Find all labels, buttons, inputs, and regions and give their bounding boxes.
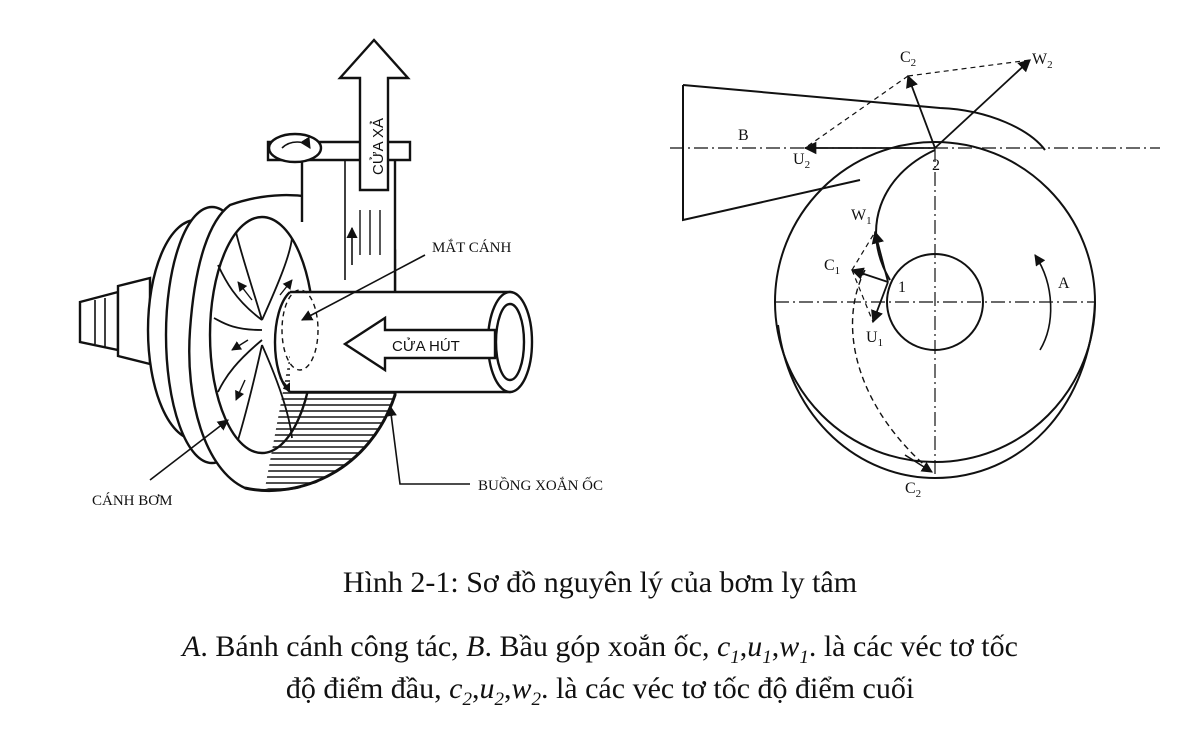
label-impeller-eye: MẮT CÁNH <box>432 239 511 256</box>
label-W1: W1 <box>851 207 872 227</box>
label-volute: BUỒNG XOẮN ỐC <box>478 476 603 494</box>
caption-line-1: A. Bánh cánh công tác, B. Bầu góp xoắn ố… <box>182 630 1018 668</box>
label-point-1: 1 <box>898 279 906 296</box>
label-C2-top: C2 <box>900 49 916 69</box>
label-U1: U1 <box>866 329 883 349</box>
label-B: B <box>738 127 749 144</box>
figure-caption-title: Hình 2-1: Sơ đồ nguyên lý của bơm ly tâm <box>342 566 858 599</box>
label-inlet: CỬA HÚT <box>392 337 460 355</box>
figure-caption-description: A. Bánh cánh công tác, B. Bầu góp xoắn ố… <box>0 626 1200 710</box>
volute-collector-body <box>682 85 861 222</box>
inlet-arrow <box>342 315 497 373</box>
caption-line-2: độ điểm đầu, c2,u2,w2. là các véc tơ tốc… <box>285 672 915 710</box>
outlet-arrow <box>337 38 411 192</box>
label-C2-bottom: C2 <box>905 480 921 500</box>
pump-shaft <box>78 276 152 366</box>
label-outlet: CỬA XẢ <box>369 118 387 175</box>
velocity-triangle-diagram <box>670 59 1160 480</box>
impeller-vanes <box>213 231 293 441</box>
pump-diagram-figure: CỬA XẢ MẮT CÁNH CỬA HÚT CÁNH BƠM BUỒNG X… <box>78 38 1160 509</box>
pump-cutaway-drawing <box>78 38 534 493</box>
label-U2: U2 <box>793 151 810 171</box>
blade-curve <box>875 149 936 281</box>
label-A: A <box>1058 275 1070 292</box>
label-point-2: 2 <box>932 157 940 174</box>
label-C1: C1 <box>824 257 840 277</box>
label-W2: W2 <box>1032 51 1053 71</box>
label-impeller: CÁNH BƠM <box>92 492 172 509</box>
impeller-hub <box>886 253 984 351</box>
volute-collector-top <box>682 84 1046 151</box>
